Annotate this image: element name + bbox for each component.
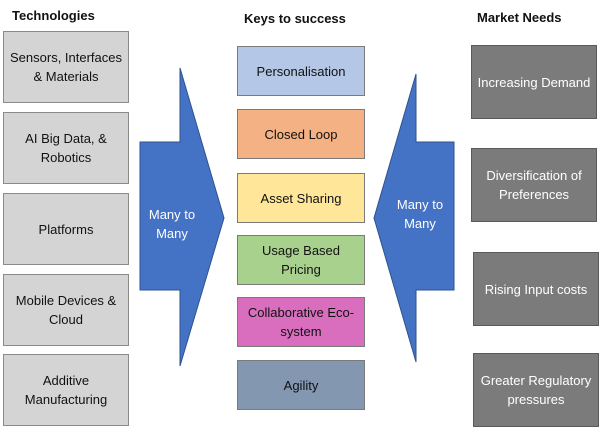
technology-box: Platforms — [3, 193, 129, 265]
key-box-asset-sharing: Asset Sharing — [237, 173, 365, 223]
key-label: Agility — [283, 377, 319, 393]
technology-label: AI Big Data, & Robotics — [25, 131, 107, 165]
key-label: Usage Based Pricing — [261, 243, 341, 277]
technologies-heading: Technologies — [12, 8, 95, 23]
market-need-label: Rising Input costs — [484, 281, 588, 297]
technology-label: Sensors, Interfaces & Materials — [10, 50, 122, 84]
market-need-box: Greater Regulatory pressures — [473, 353, 599, 427]
technology-box: AI Big Data, & Robotics — [3, 112, 129, 184]
key-label: Personalisation — [256, 63, 346, 79]
key-box-agility: Agility — [237, 360, 365, 410]
key-box-closed-loop: Closed Loop — [237, 109, 365, 159]
key-box-usage-based-pricing: Usage Based Pricing — [237, 235, 365, 285]
key-box-collaborative-ecosystem: Collaborative Eco-system — [237, 297, 365, 347]
market-need-box: Diversification of Preferences — [471, 148, 597, 222]
key-box-personalisation: Personalisation — [237, 46, 365, 96]
market-need-label: Increasing Demand — [477, 74, 591, 90]
keys-heading: Keys to success — [244, 11, 346, 26]
market-needs-heading: Market Needs — [477, 10, 562, 25]
market-need-box: Increasing Demand — [471, 45, 597, 119]
technology-label: Additive Manufacturing — [24, 373, 108, 407]
key-label: Collaborative Eco-system — [247, 305, 355, 339]
market-need-box: Rising Input costs — [473, 252, 599, 326]
market-need-label: Greater Regulatory pressures — [480, 373, 592, 407]
technology-box: Mobile Devices & Cloud — [3, 274, 129, 346]
technology-box: Sensors, Interfaces & Materials — [3, 31, 129, 103]
key-label: Asset Sharing — [260, 190, 342, 206]
right-arrow-shape — [373, 73, 455, 363]
left-arrow-label: Many to Many — [148, 207, 196, 241]
technology-box: Additive Manufacturing — [3, 354, 129, 426]
left-arrow-shape — [139, 67, 225, 367]
key-label: Closed Loop — [264, 126, 338, 142]
technology-label: Mobile Devices & Cloud — [15, 293, 117, 327]
technology-label: Platforms — [38, 221, 94, 237]
market-need-label: Diversification of Preferences — [486, 168, 582, 202]
right-arrow-label: Many to Many — [396, 197, 444, 231]
